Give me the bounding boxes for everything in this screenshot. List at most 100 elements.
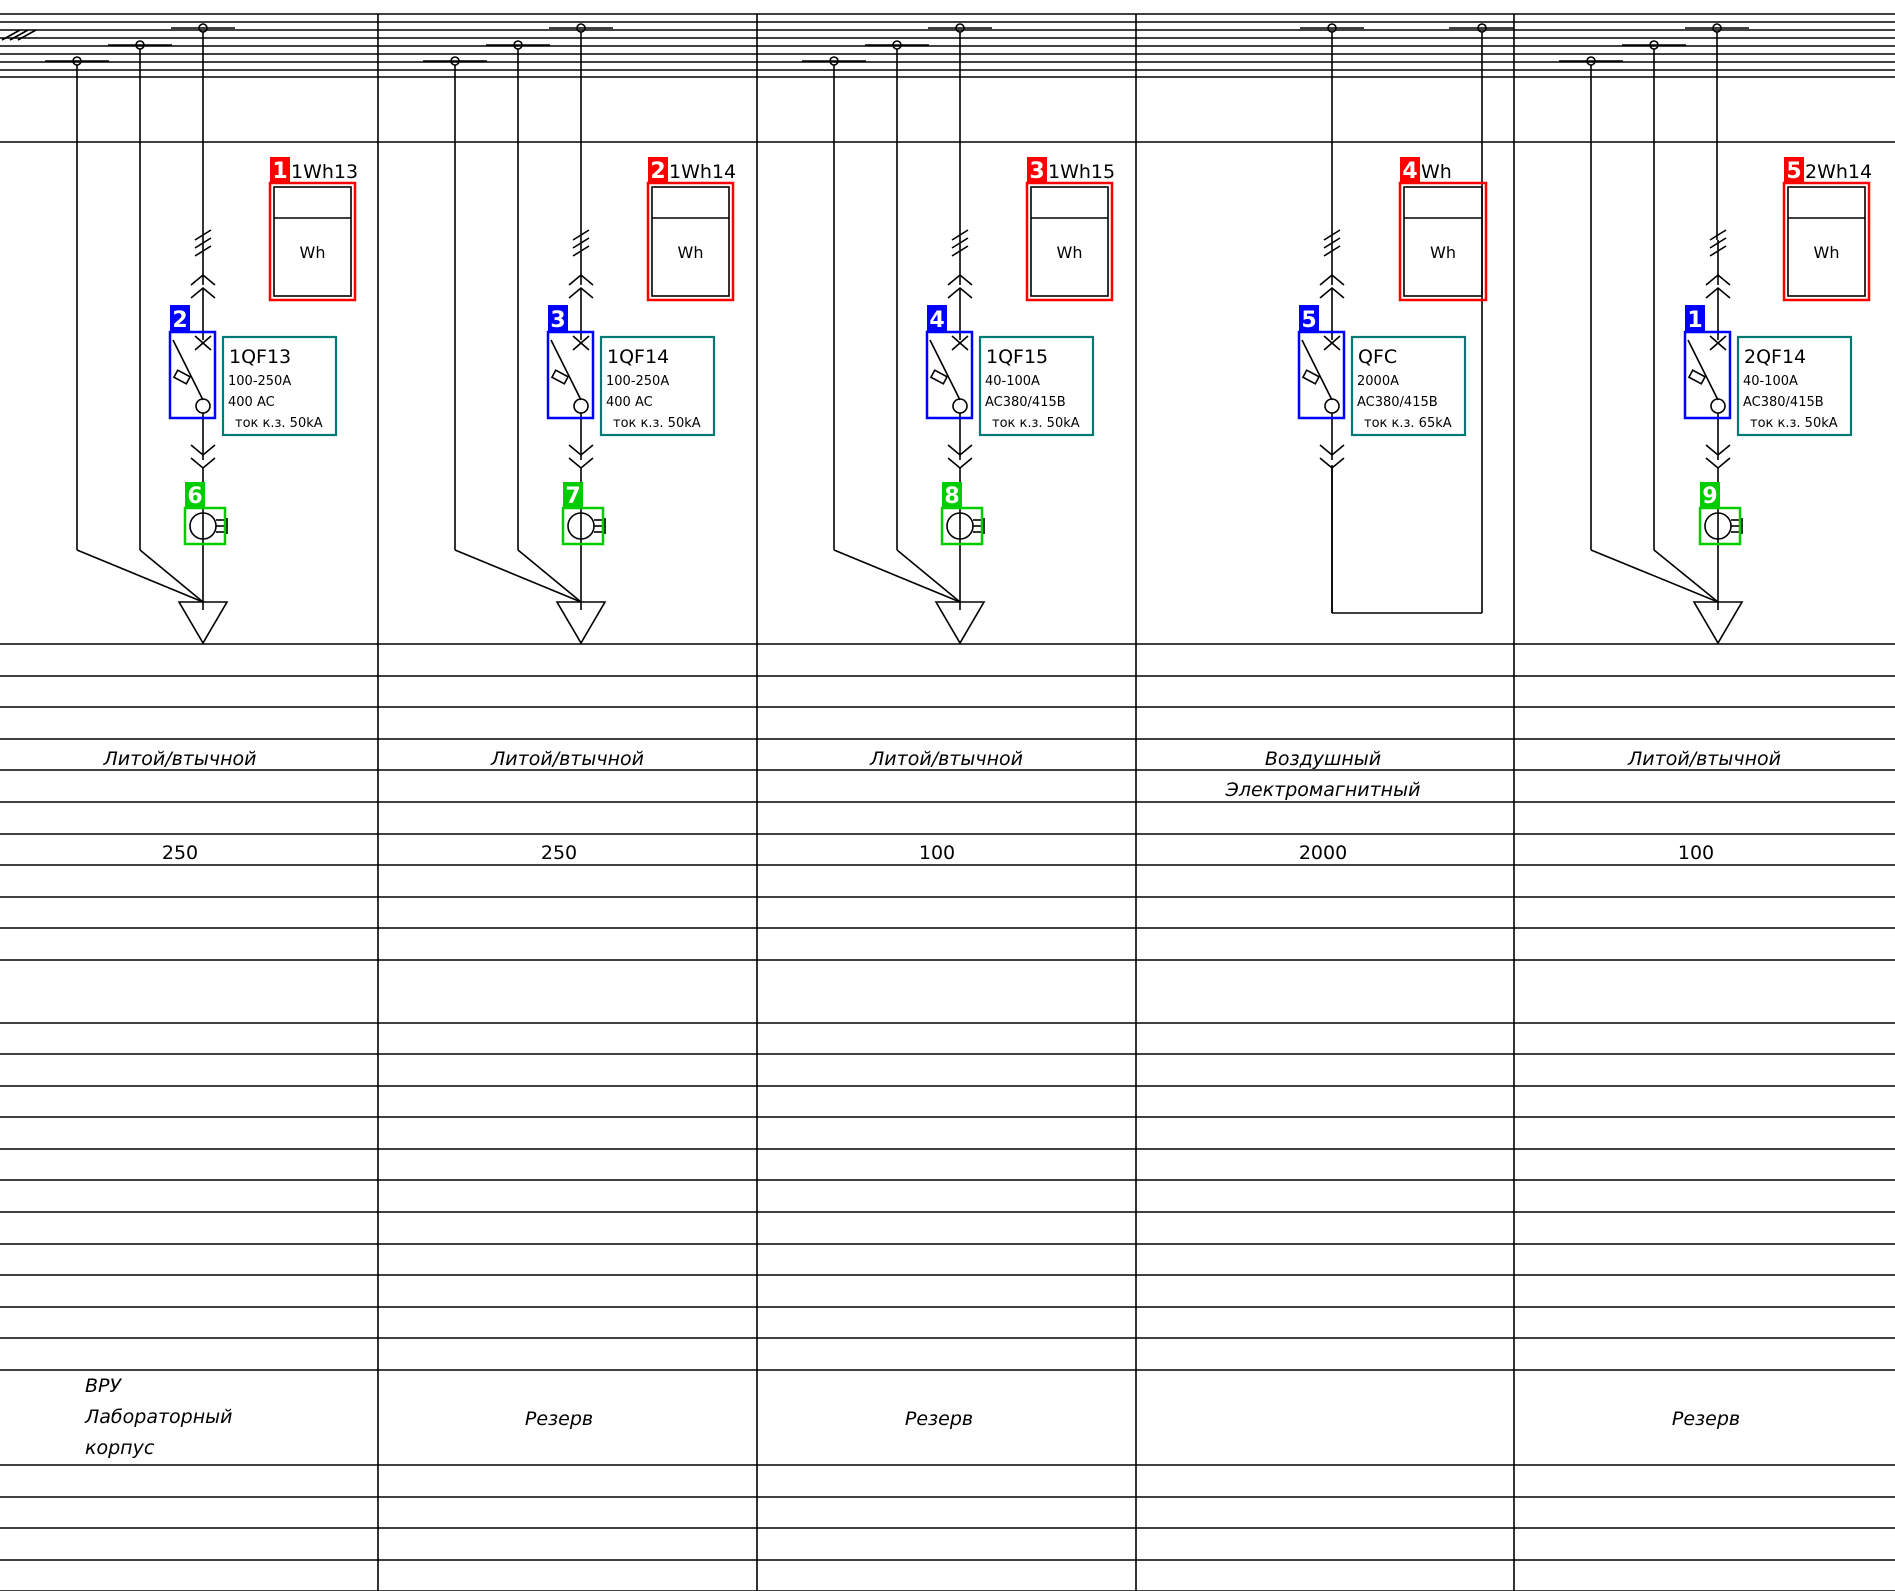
- ct-badge-label: 8: [944, 484, 959, 509]
- switch-type: Литой/втычной: [869, 748, 1023, 770]
- phase-wire: [1590, 549, 1719, 603]
- ground-icon: [555, 601, 607, 645]
- connector-chevron: [190, 273, 216, 286]
- connector-chevron: [568, 444, 594, 457]
- meter-icon: [1787, 186, 1866, 297]
- phase-wire: [139, 549, 204, 603]
- breaker-name: 2QF14: [1744, 346, 1806, 368]
- meter-tag: 1Wh13: [291, 161, 358, 183]
- breaker-contact: [573, 398, 589, 414]
- meter-badge-label: 2: [650, 159, 665, 184]
- meter-symbol: Wh: [1430, 243, 1456, 262]
- phase-wire: [517, 549, 582, 603]
- busbar-group: [0, 13, 1895, 78]
- meter-icon: [651, 186, 730, 297]
- ct-badge-label: 7: [565, 484, 580, 509]
- switch-type: Литой/втычной: [490, 748, 644, 770]
- meter-frame: [646, 181, 735, 302]
- breaker-rating: 2000A: [1357, 374, 1399, 389]
- load-name: Резерв: [905, 1408, 973, 1430]
- current-transformer-icon: [567, 512, 606, 540]
- breaker-voltage: 400 AC: [228, 395, 275, 410]
- breaker-blade: [550, 339, 582, 401]
- phase-wire: [454, 549, 582, 603]
- meter-symbol: Wh: [678, 243, 704, 262]
- current-transformer-icon: [946, 512, 985, 540]
- breaker-trip-element: [550, 369, 570, 385]
- meter-tag: 2Wh14: [1805, 161, 1872, 183]
- breaker-rating: 40-100A: [985, 374, 1040, 389]
- table-grid: [0, 14, 1895, 1591]
- meter-icon: [1030, 186, 1109, 297]
- breaker-spec-box: [1736, 335, 1853, 437]
- meter-symbol: Wh: [300, 243, 326, 262]
- breaker-contact: [1710, 398, 1726, 414]
- connector-chevron: [1319, 444, 1345, 457]
- phase-wire: [833, 549, 961, 603]
- breaker-blade: [1687, 339, 1719, 401]
- breaker-rating: 40-100A: [1743, 374, 1798, 389]
- breaker-icon: [1687, 335, 1727, 414]
- rated-current: 100: [919, 842, 955, 864]
- ct-badge-label: 9: [1702, 484, 1717, 509]
- rated-current: 100: [1678, 842, 1714, 864]
- breaker-badge-label: 4: [929, 308, 944, 333]
- ground-icon: [177, 601, 229, 645]
- breaker-name: 1QF13: [229, 346, 291, 368]
- current-transformer-icon: [189, 512, 228, 540]
- cable-slash: [194, 229, 212, 241]
- connector-chevron: [1705, 444, 1731, 457]
- load-name: Резерв: [525, 1408, 593, 1430]
- breaker-icon: [172, 335, 212, 414]
- meter-symbol: Wh: [1057, 243, 1083, 262]
- phase-wire: [76, 549, 204, 603]
- load-name: Резерв: [1672, 1408, 1740, 1430]
- meter-tag: 1Wh14: [669, 161, 736, 183]
- connector-chevron: [1319, 273, 1345, 286]
- connector-chevron: [190, 444, 216, 457]
- connector-chevron: [947, 444, 973, 457]
- breaker-x: [1323, 335, 1341, 351]
- breaker-trip-element: [1301, 369, 1321, 385]
- breaker-icon: [1301, 335, 1341, 414]
- breaker-rating: 100-250A: [606, 374, 669, 389]
- breaker-name: QFC: [1358, 346, 1397, 368]
- breaker-spec-box: [221, 335, 338, 437]
- breaker-badge-label: 1: [1687, 308, 1702, 333]
- rated-current: 2000: [1299, 842, 1347, 864]
- breaker-contact: [195, 398, 211, 414]
- bus-hatch: [17, 29, 37, 41]
- connector-chevron: [1705, 273, 1731, 286]
- meter-badge-label: 5: [1786, 159, 1801, 184]
- ground-icon: [1692, 601, 1744, 645]
- breaker-badge-label: 5: [1301, 308, 1316, 333]
- ct-badge-label: 6: [187, 484, 202, 509]
- meter-frame: [1398, 181, 1488, 302]
- load-name: Лабораторный: [84, 1406, 233, 1428]
- cable-slash: [572, 229, 590, 241]
- switch-type: Литой/втычной: [1627, 748, 1781, 770]
- meter-badge: [1400, 157, 1420, 183]
- meter-badge: [270, 157, 290, 183]
- breaker-voltage: 400 AC: [606, 395, 653, 410]
- breaker-x: [951, 335, 969, 351]
- drive-type: Электромагнитный: [1225, 779, 1421, 801]
- connector-chevron: [947, 273, 973, 286]
- meter-badge-label: 1: [272, 159, 287, 184]
- rated-current: 250: [162, 842, 198, 864]
- ground-icon: [934, 601, 986, 645]
- breaker-voltage: AC380/415B: [985, 395, 1066, 410]
- cable-slash: [951, 229, 969, 241]
- cable-slash: [1323, 229, 1341, 241]
- breaker-frame: [1683, 330, 1732, 420]
- meter-frame: [1782, 181, 1871, 302]
- breaker-icon: [929, 335, 969, 414]
- breaker-blade: [929, 339, 961, 401]
- breaker-short-circuit: ток к.з. 50kA: [1750, 416, 1838, 431]
- breaker-blade: [172, 339, 204, 401]
- breaker-frame: [1297, 330, 1346, 420]
- breaker-frame: [168, 330, 217, 420]
